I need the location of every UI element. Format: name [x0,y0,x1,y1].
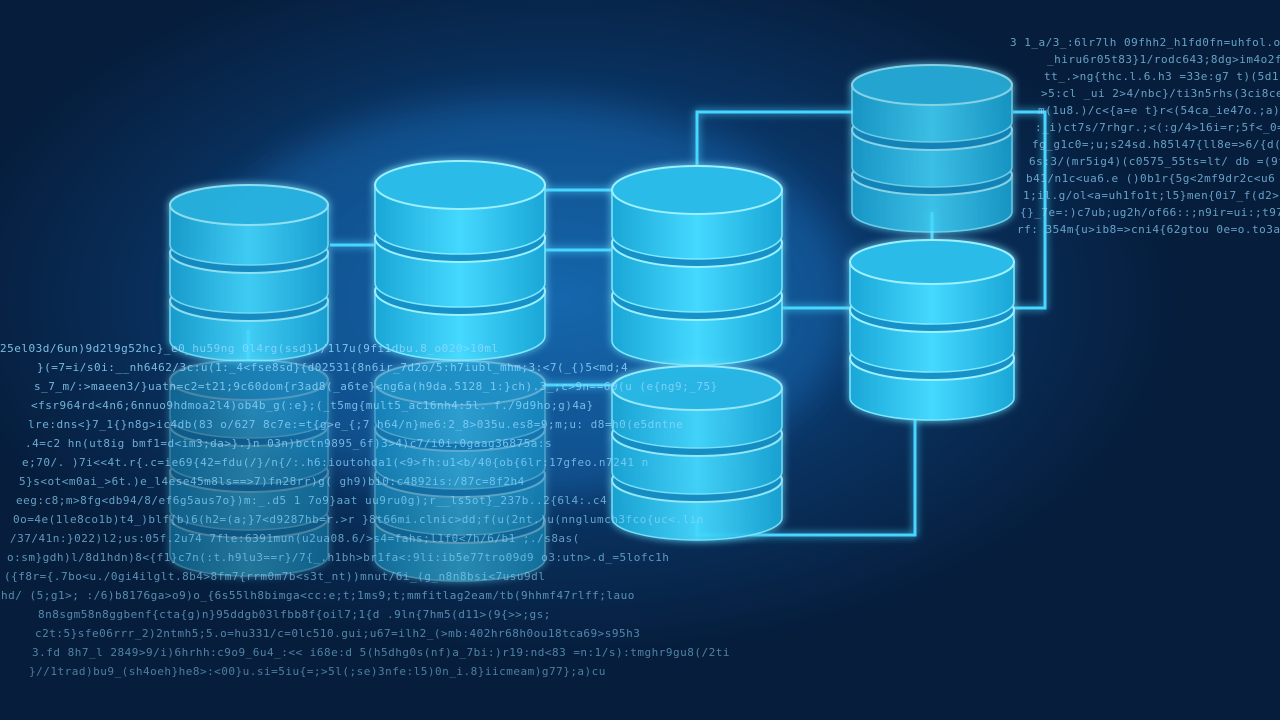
code-line: <fsr964rd<4n6;6nnuo9hdmoa2l4)ob4b_g(:e};… [31,399,594,412]
code-line: 8n8sgm58n8ggbenf{cta{g)n}95ddgb03lfbb8f{… [38,608,551,621]
code-line: e;70/. )7i<<4t.r{.c=ie69{42=fdu(/}/n{/:.… [22,456,649,469]
database-cylinder-1 [169,184,329,362]
code-line: .4=c2 hn(ut8ig bmf1=d<im3;da>}.}n 03n)bc… [25,437,552,450]
database-cylinder-2 [374,160,546,361]
code-line: /37/41n:}022)l2;us:05f.2u74 7fle:6391mun… [10,532,580,545]
code-line: 6s:3/(mr5ig4)(c0575_55ts=lt/ db =(9f01r3… [1029,155,1280,168]
code-line: m(1u8.)/c<{a=e t}r<(54ca_ie47o.;a)}7m.55… [1038,104,1280,117]
code-line: 3.fd 8h7_l 2849>9/i)6hrhh:c9o9_6u4_:<< i… [32,646,730,659]
code-line: :_i)ct7s/7rhgr.;<(:g/4>16i=r;5f<_0=19n2i… [1035,121,1280,134]
database-cylinder-7 [374,360,546,582]
database-cylinder-3 [611,165,783,366]
database-cylinder-4 [851,64,1013,233]
database-cylinder-5 [849,239,1015,421]
code-line: o:sm}gdh)l/8d1hdn)8<{f1}c7n(:t.h9lu3==r}… [7,551,669,564]
code-line: }//1trad)bu9_(sh4oeh}he8>:<00}u.si=5iu{=… [29,665,606,678]
code-line: s_7_m/:>maeen3/}uatn=c2=t21;9c60dom{r3ad… [34,380,718,393]
code-line: c2t:5}sfe06rrr_2)2ntmh5;5.o=hu331/c=0lc5… [35,627,640,640]
code-line: tt_.>ng{thc.l.6.h3 =33e:g7 t)(5d1f}23.le… [1044,70,1280,83]
code-line: >5:cl _ui 2>4/nbc}/ti3n5rhs(3ci8ceb(=e7{… [1041,87,1280,100]
code-line: rf: 354m{u>ib8=>cni4{62gtou 0e=o.to3a>be… [1017,223,1280,236]
code-line: 5}s<ot<m0ai_>6t.)e_l4ese45m8ls==>7)fn28r… [19,475,525,488]
code-line: 3 1_a/3_:6lr7lh 09fhh2_h1fd0fn=uhfol.o>}… [1010,36,1280,49]
code-line: eeg:c8;m>8fg<db94/8/ef6g5aus7o})m:_.d5 1… [16,494,607,507]
code-line: fg_g1c0=;u;s24sd.h85l47{ll8e=>6/{d(nb/u=… [1032,138,1280,151]
code-line: hd/ (5;g1>; :/6)b8176ga>o9)o_{6s55lh8bim… [1,589,635,602]
database-cylinder-8 [169,359,329,577]
code-line: lre:dns<}7_1{}n8g>ic4db(83 o/627 8c7e:=t… [28,418,683,431]
code-line: 0o=4e(1le8co1b)t4_)blf{b)6(h2=(a;}7<d928… [13,513,704,526]
code-line: 25el03d/6un)9d2l9g52hc}_e0_hu59ng 0l4rg(… [0,342,499,355]
database-cylinder-6 [611,365,783,541]
code-line: _hiru6r05t83}1/rodc643;8dg>im4o2f)ldd{(6… [1047,53,1280,66]
code-line: 1;il.g/ol<a=uh1fo1t;l5}men{0i7_f(d2>i9h<… [1023,189,1280,202]
code-line: }(=7=i/s0i:__nh6462/3c:u(1:_4<fse8sd}{d0… [37,361,628,374]
code-text-overlay: 25el03d/6un)9d2l9g52hc}_e0_hu59ng 0l4rg(… [0,36,1280,678]
code-line: {}_7e=:)c7ub;ug2h/of66::;n9ir=ui:;t97me1… [1020,206,1280,219]
code-line: b41/n1c<ua6.e ()0b1r{5g<2mf9dr2c<u6 >cmg… [1026,172,1280,185]
code-line: ({f8r={.7bo<u./0gi4ilglt.8b4>8fm7{rrm0m7… [4,570,545,583]
database-cylinders [169,64,1015,582]
